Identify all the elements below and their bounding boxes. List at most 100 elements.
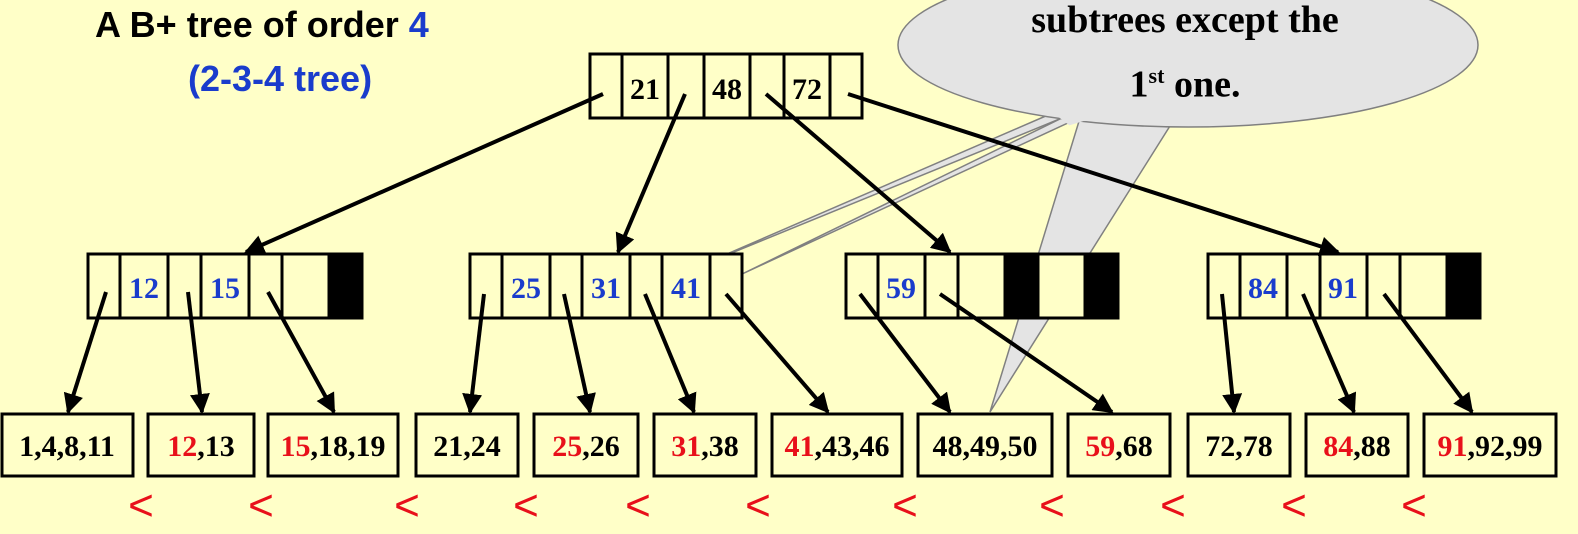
callout-line-2-text: one.	[1164, 63, 1241, 106]
internal-key: 25	[511, 272, 541, 305]
diagram-title: A B+ tree of order 4	[95, 4, 429, 46]
root-key: 48	[712, 73, 742, 106]
internal-node: 84 91	[1206, 252, 1482, 320]
leaf-node: 31,38	[652, 412, 758, 478]
pointer-arrow	[186, 291, 210, 414]
leaf-node: 84,88	[1304, 412, 1410, 478]
leaf-keys: ,18,19	[311, 430, 386, 463]
internal-key: 41	[671, 272, 701, 305]
pointer-arrow	[1382, 292, 1474, 414]
leaf-keys: 1,4,8,11	[19, 430, 115, 463]
tree-order: 4	[408, 4, 429, 45]
callout-ordinal: 1	[1129, 63, 1149, 106]
leaf-keys: ,43,46	[815, 430, 890, 463]
leaf-keys: ,68	[1115, 430, 1153, 463]
leaf-keys: ,88	[1353, 430, 1391, 463]
leaf-first-key: 59	[1085, 430, 1115, 463]
svg-text:31,38: 31,38	[671, 430, 739, 463]
pointer-arrow	[244, 92, 604, 254]
root-key: 72	[792, 73, 822, 106]
pointer-arrow	[938, 292, 1114, 414]
internal-pointers	[63, 291, 1474, 414]
less-than-sign: <	[1039, 481, 1065, 530]
leaf-node: 25,26	[532, 412, 640, 478]
leaf-node: 12,13	[146, 412, 256, 478]
root-key: 21	[630, 73, 660, 106]
leaf-keys: 21,24	[433, 430, 501, 463]
pointer-arrow	[764, 92, 952, 254]
svg-text:1,4,8,11: 1,4,8,11	[19, 430, 115, 463]
pointer-arrow	[562, 293, 596, 414]
internal-key: 84	[1248, 272, 1278, 305]
less-than-sign: <	[513, 481, 539, 530]
leaf-keys: ,92,99	[1468, 430, 1543, 463]
pointer-arrow	[724, 292, 830, 414]
internal-node: 12 15	[86, 252, 364, 320]
less-than-sign: <	[892, 481, 918, 530]
pointer-arrow	[615, 93, 687, 254]
less-than-sign: <	[625, 481, 651, 530]
root-pointers	[244, 92, 1340, 256]
internal-key: 31	[591, 272, 621, 305]
svg-text:15,18,19: 15,18,19	[281, 430, 386, 463]
leaf-node: 15,18,19	[266, 412, 400, 478]
internal-key: 59	[886, 272, 916, 305]
internal-key: 15	[210, 272, 240, 305]
leaf-keys: ,13	[197, 430, 235, 463]
leaf-first-key: 25	[552, 430, 582, 463]
svg-text:84,88: 84,88	[1323, 430, 1391, 463]
leaf-first-key: 91	[1438, 430, 1468, 463]
internal-node: 25 31 41	[468, 252, 744, 320]
less-than-sign: <	[394, 481, 420, 530]
less-than-sign: <	[128, 481, 154, 530]
pointer-arrow	[63, 291, 108, 414]
leaf-node: 48,49,50	[916, 412, 1054, 478]
leaf-keys: ,38	[701, 430, 739, 463]
internal-node: 59	[844, 252, 1120, 320]
svg-text:48,49,50: 48,49,50	[933, 430, 1038, 463]
svg-text:91,92,99: 91,92,99	[1438, 430, 1543, 463]
leaf-row: 1,4,8,11 12,13 15,18,19 21,24 25,26 31,3…	[0, 412, 1558, 478]
diagram-subtitle: (2-3-4 tree)	[188, 58, 373, 99]
callout-ordinal-suffix: st	[1148, 63, 1165, 88]
title-prefix: A B+ tree of order	[95, 4, 409, 45]
leaf-first-key: 12	[167, 430, 197, 463]
pointer-arrow	[266, 291, 336, 414]
svg-text:12,13: 12,13	[167, 430, 235, 463]
internal-key: 91	[1328, 272, 1358, 305]
less-than-sign: <	[1160, 481, 1186, 530]
less-than-sign: <	[248, 481, 274, 530]
leaf-node: 41,43,46	[770, 412, 904, 478]
leaf-node: 91,92,99	[1422, 412, 1558, 478]
pointer-arrow	[643, 293, 697, 414]
callout-text: subtrees except the 1st one.	[960, 0, 1410, 113]
leaf-first-key: 41	[785, 430, 815, 463]
leaf-keys: 48,49,50	[933, 430, 1038, 463]
callout-line-2: 1st one.	[960, 48, 1410, 113]
svg-text:21,24: 21,24	[433, 430, 501, 463]
pointer-arrow	[1301, 293, 1357, 414]
pointer-arrow	[858, 292, 952, 414]
pointer-arrow	[847, 92, 1340, 256]
svg-text:72,78: 72,78	[1205, 430, 1273, 463]
pointer-arrow	[1220, 293, 1243, 414]
less-than-sign: <	[1281, 481, 1307, 530]
less-than-sign: <	[745, 481, 771, 530]
leaf-node: 59,68	[1066, 412, 1172, 478]
leaf-first-key: 15	[281, 430, 311, 463]
svg-text:41,43,46: 41,43,46	[785, 430, 890, 463]
svg-text:59,68: 59,68	[1085, 430, 1153, 463]
root-node: 21 48 72	[588, 52, 864, 120]
leaf-first-key: 31	[671, 430, 701, 463]
leaf-keys: 72,78	[1205, 430, 1273, 463]
leaf-node: 21,24	[414, 412, 520, 478]
leaf-node: 1,4,8,11	[0, 412, 135, 478]
callout-line-1: subtrees except the	[1031, 0, 1339, 41]
leaf-keys: ,26	[582, 430, 620, 463]
leaf-first-key: 84	[1323, 430, 1353, 463]
separator-row: < < < < < < < < < < <	[128, 481, 1427, 530]
svg-text:25,26: 25,26	[552, 430, 620, 463]
leaf-node: 72,78	[1186, 412, 1292, 478]
internal-key: 12	[129, 272, 159, 305]
